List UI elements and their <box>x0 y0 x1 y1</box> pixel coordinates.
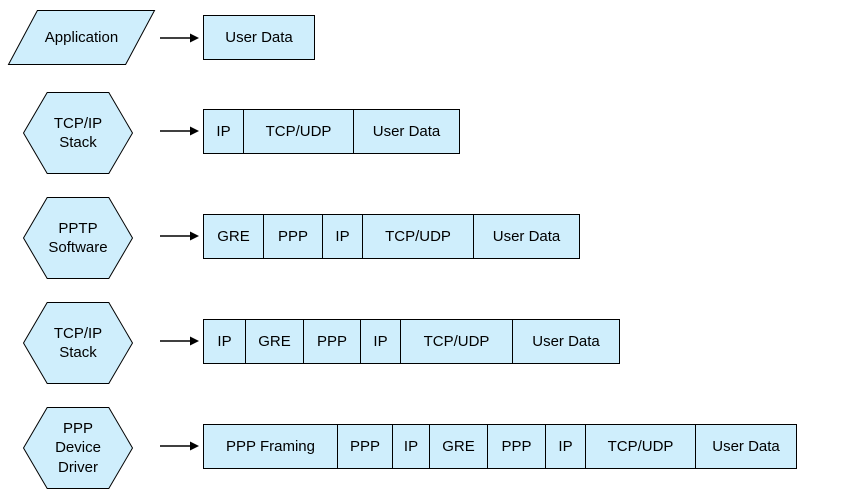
parallelogram-shape <box>7 10 156 65</box>
hexagon-outline <box>22 197 134 279</box>
packet-field: PPP <box>488 425 546 468</box>
flow-arrow-4 <box>160 336 199 346</box>
arrow-head <box>190 33 199 43</box>
stage-tcp-ip-stack-2: TCP/IP Stack <box>22 302 134 384</box>
hexagon-outline <box>22 302 134 384</box>
flow-arrow-3 <box>160 231 199 241</box>
stage-application: Application <box>7 10 156 65</box>
packet-field: PPP <box>304 320 361 363</box>
packet-field: IP <box>204 110 244 153</box>
arrow-head <box>190 231 199 241</box>
packet-field: User Data <box>492 228 561 245</box>
hexagon-outline <box>22 92 134 174</box>
hexagon-shape <box>22 197 134 279</box>
packet-field: GRE <box>430 425 488 468</box>
flow-arrow-2 <box>160 126 199 136</box>
packet-field: IP <box>204 320 246 363</box>
packet-field: GRE <box>246 320 304 363</box>
hexagon-shape <box>22 407 134 489</box>
stage-ppp-device-driver: PPP Device Driver <box>22 407 134 489</box>
flow-arrow-5 <box>160 441 199 451</box>
arrow-head <box>190 336 199 346</box>
packet-field: PPP <box>264 215 323 258</box>
packet-field: IP <box>361 320 401 363</box>
packet-field: TCP/UDP <box>244 110 354 153</box>
stage-tcp-ip-stack-1: TCP/IP Stack <box>22 92 134 174</box>
hexagon-shape <box>22 92 134 174</box>
arrow-head <box>190 126 199 136</box>
flow-arrow-1 <box>160 33 199 43</box>
parallelogram-outline <box>7 10 156 65</box>
packet-field: IP <box>546 425 586 468</box>
packet-field: User Data <box>712 438 780 455</box>
packet-field: TCP/UDP <box>586 425 696 468</box>
arrow-head <box>190 441 199 451</box>
packet-field: PPP Framing <box>204 425 338 468</box>
packet-field: User Data <box>532 333 600 350</box>
hexagon-outline <box>22 407 134 489</box>
packet-strip-application: User Data <box>203 15 315 60</box>
packet-field: IP <box>323 215 363 258</box>
packet-field: User Data <box>225 29 293 46</box>
hexagon-shape <box>22 302 134 384</box>
packet-field: PPP <box>338 425 393 468</box>
packet-field: IP <box>393 425 430 468</box>
packet-field: User Data <box>372 123 441 140</box>
stage-pptp-software: PPTP Software <box>22 197 134 279</box>
packet-field: TCP/UDP <box>363 215 474 258</box>
packet-field: TCP/UDP <box>401 320 513 363</box>
packet-field: GRE <box>204 215 264 258</box>
